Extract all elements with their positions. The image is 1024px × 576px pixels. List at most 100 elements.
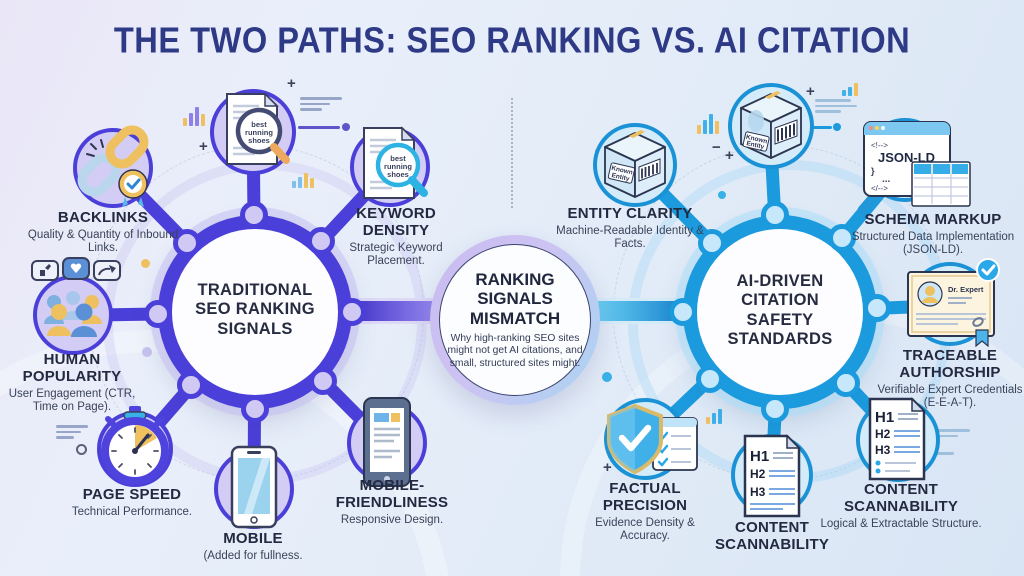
fingerprint xyxy=(748,110,764,132)
svg-text:H3: H3 xyxy=(750,485,766,499)
spoke-node xyxy=(832,369,860,397)
expert-certificate-icon: Dr. Expert xyxy=(907,258,1000,348)
headings-document-icon: H1 H2 H3 xyxy=(868,397,926,481)
bar-chart-decoration xyxy=(183,106,205,126)
spoke-node xyxy=(761,201,789,229)
page-title: THE TWO PATHS: SEO RANKING VS. AI CITATI… xyxy=(113,21,911,61)
package-barcode-icon: Known Entity xyxy=(740,91,802,159)
mobile-label: MOBILE (Added for fullness. xyxy=(203,530,303,562)
svg-text:</-->: </--> xyxy=(871,184,888,193)
dot xyxy=(142,347,152,357)
spoke-node xyxy=(173,229,201,257)
spoke-node xyxy=(177,371,205,399)
dash-lines xyxy=(56,422,88,439)
schema-markup-label: SCHEMA MARKUP Structured Data Implementa… xyxy=(851,211,1015,257)
package-barcode-icon: Known Entity xyxy=(604,130,666,198)
svg-text:running: running xyxy=(245,128,273,137)
plus-sign: + xyxy=(199,138,208,155)
dot xyxy=(602,372,612,382)
svg-text:Entity: Entity xyxy=(746,140,766,151)
svg-text:shoes: shoes xyxy=(387,170,409,179)
spoke-node xyxy=(240,201,268,229)
svg-text:H2: H2 xyxy=(750,467,766,481)
bar-chart-decoration xyxy=(842,82,858,96)
svg-text:running: running xyxy=(384,162,412,171)
plus-sign: + xyxy=(725,147,734,164)
svg-text:Dr. Expert: Dr. Expert xyxy=(948,285,984,294)
spoke-node xyxy=(241,395,269,423)
traceable-authorship-label: TRACEABLE AUTHORSHIP Verifiable Expert C… xyxy=(877,347,1023,410)
heart-icon xyxy=(70,263,82,273)
shield-checklist-icon xyxy=(607,403,698,475)
dash-lines xyxy=(815,96,857,113)
svg-text:Known: Known xyxy=(611,165,634,177)
svg-text:Entity: Entity xyxy=(611,172,631,183)
check-badge xyxy=(976,258,1000,282)
center-circle: RANKING SIGNALS MISMATCH Why high-rankin… xyxy=(430,235,600,405)
stopwatch-icon xyxy=(101,406,169,485)
spoke-node xyxy=(696,365,724,393)
backlinks-label: BACKLINKS Quality & Quantity of Inbound … xyxy=(27,209,179,255)
content-scannability-label: CONTENT SCANNABILITY xyxy=(714,519,830,553)
svg-text:...: ... xyxy=(882,174,891,185)
center-subtitle: Why high-ranking SEO sites might not get… xyxy=(447,332,583,369)
chain-links-badge-icon xyxy=(77,125,149,207)
json-ld-code-window-icon: <!--> JSON-LD } ... </--> xyxy=(857,121,971,215)
people-engagement-icon xyxy=(31,257,121,337)
bar-chart-decoration xyxy=(697,112,719,134)
spoke-node xyxy=(338,298,366,326)
factual-precision-label: FACTUAL PRECISION Evidence Density & Acc… xyxy=(595,480,695,543)
center-to-hub-connector xyxy=(592,301,688,321)
svg-text:}: } xyxy=(871,166,875,176)
content-scannability-label: CONTENT SCANNABILITY Logical & Extractab… xyxy=(820,481,982,530)
share-arrow-icon xyxy=(98,267,111,276)
dot xyxy=(718,191,726,199)
right-hub-title: AI-DRIVEN CITATION SAFETY STANDARDS xyxy=(727,272,833,349)
center-title: RANKING SIGNALS MISMATCH xyxy=(469,269,561,328)
svg-text:shoes: shoes xyxy=(248,136,270,145)
chain-link xyxy=(972,317,984,327)
data-table xyxy=(911,161,971,207)
dot xyxy=(76,444,87,455)
bar-chart-decoration xyxy=(292,172,314,188)
plus-sign: + xyxy=(603,459,612,476)
svg-text:H1: H1 xyxy=(750,448,769,465)
human-popularity-label: HUMAN POPULARITY User Engagement (CTR, T… xyxy=(8,351,136,414)
svg-text:H1: H1 xyxy=(875,409,894,426)
spoke-node xyxy=(307,227,335,255)
spoke-node xyxy=(828,224,856,252)
svg-text:H3: H3 xyxy=(875,443,891,457)
spoke-node xyxy=(144,300,172,328)
svg-text:Known: Known xyxy=(745,134,768,146)
line-dot xyxy=(298,123,350,131)
spoke-node xyxy=(669,298,697,326)
plus-sign: + xyxy=(806,83,815,100)
spoke-node xyxy=(698,229,726,257)
dotted-divider xyxy=(511,98,513,208)
mobile-friendliness-label: MOBILE-FRIENDLINESS Responsive Design. xyxy=(335,477,449,526)
document-magnifier-icon: best running shoes xyxy=(363,126,428,199)
responsive-phone-icon xyxy=(363,397,411,487)
minus-sign: − xyxy=(712,139,721,156)
hub-to-center-connector xyxy=(350,301,440,321)
smartphone-icon xyxy=(230,445,278,529)
thumbs-up-icon xyxy=(40,264,51,276)
spoke-node xyxy=(863,294,891,322)
document-magnifier-icon: best running shoes xyxy=(226,92,290,165)
svg-text:<!-->: <!--> xyxy=(871,141,888,150)
dash-lines xyxy=(300,94,342,111)
spoke-node xyxy=(761,395,789,423)
headings-document-icon: H1 H2 H3 xyxy=(743,434,801,518)
left-hub-title: TRADITIONAL SEO RANKING SIGNALS xyxy=(195,281,315,338)
ribbon xyxy=(975,329,989,348)
line-dot xyxy=(810,123,841,131)
svg-text:best: best xyxy=(390,154,406,163)
bar-chart-decoration xyxy=(706,408,722,424)
entity-clarity-label: ENTITY CLARITY Machine-Readable Identity… xyxy=(556,205,704,251)
keyword-density-label: KEYWORD DENSITY Strategic Keyword Placem… xyxy=(349,205,443,268)
svg-text:H2: H2 xyxy=(875,427,891,441)
svg-text:best: best xyxy=(251,120,267,129)
plus-sign: + xyxy=(287,75,296,92)
page-speed-label: PAGE SPEED Technical Performance. xyxy=(71,486,193,518)
